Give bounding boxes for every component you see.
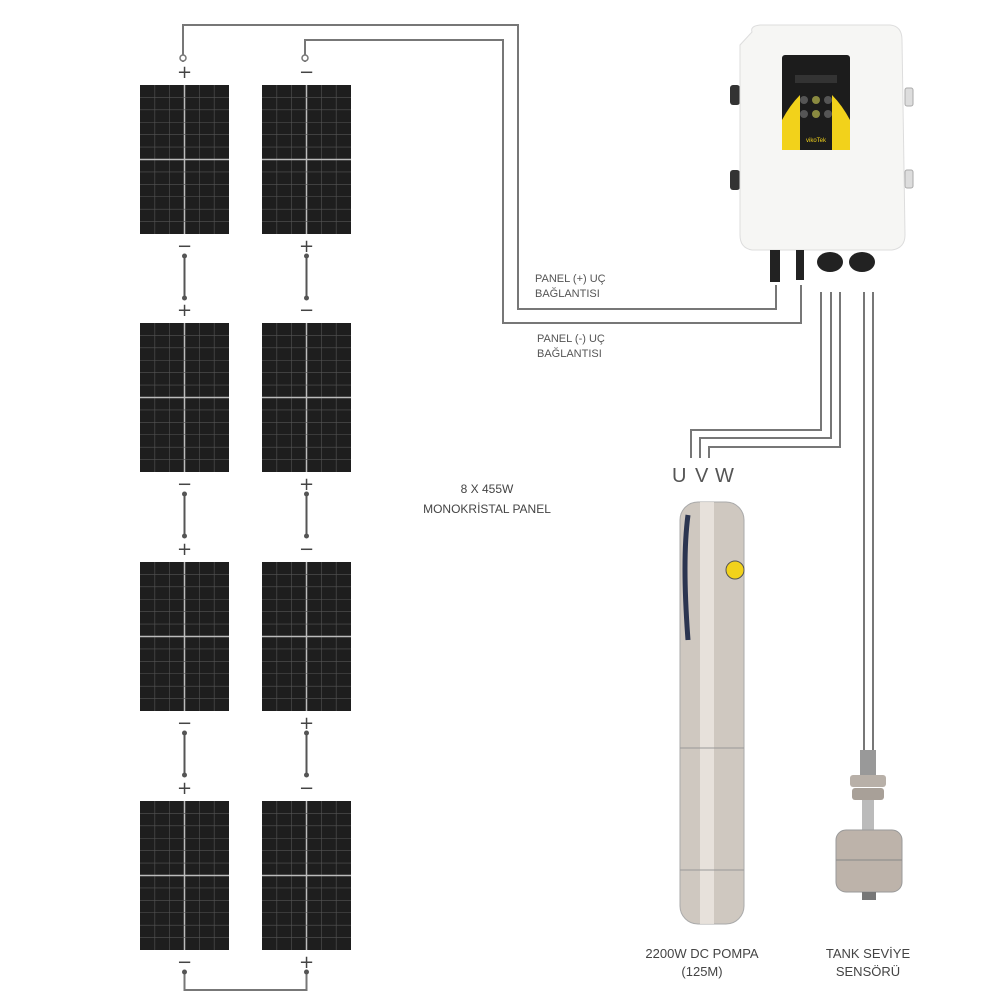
sensor-nut [852,788,884,800]
pump-label: 2200W DC POMPA [645,946,759,961]
button-icon [800,96,808,104]
solar-panel: +− [140,778,229,973]
link-terminal-icon [304,253,309,259]
polarity-bottom: − [177,474,192,495]
controller-brand-logo: vikoTek [806,138,827,144]
button-icon [824,110,832,118]
polarity-top: + [177,300,192,321]
plus-connection-label: PANEL (+) UÇ [535,273,606,285]
polarity-top: + [177,62,192,83]
lcd-screen [795,75,837,83]
pump-cable-gland [817,252,843,272]
sensor-bottom-nut [862,892,876,900]
polarity-top: + [177,539,192,560]
pump-label-sticker [725,560,745,580]
link-terminal-icon [304,295,309,301]
minus-connection-label: PANEL (-) UÇ [537,333,605,345]
minus-wire [304,39,802,324]
link-terminal-icon [304,772,309,778]
accent-stripe [832,95,850,150]
polarity-bottom: + [299,952,314,973]
link-terminal-icon [182,253,187,259]
minus-connection-label-2: BAĞLANTISI [537,347,602,360]
mc4-connector-plus [770,250,780,282]
link-terminal-icon [182,772,187,778]
link-terminal-icon [182,295,187,301]
pump-controller: vikoTek [730,24,914,282]
accent-stripe [782,95,800,150]
wire-v [699,292,832,458]
sensor-float [835,829,903,893]
polarity-bottom: + [299,236,314,257]
link-terminal-icon [304,969,309,975]
link-terminal-icon [304,730,309,736]
cable-gland-icon [730,85,740,105]
link-terminal-icon [182,491,187,497]
polarity-top: − [299,778,314,799]
panel-type-label: MONOKRİSTAL PANEL [423,502,551,516]
phase-label-v: V [695,465,709,487]
sensor-stem [862,800,874,830]
wire-u [690,292,822,458]
polarity-bottom: + [299,474,314,495]
solar-panel: −+ [262,300,351,495]
bottom-series-link [183,972,308,991]
mc4-connector-minus [796,250,804,280]
plus-terminal-icon [179,54,187,62]
button-icon [812,110,820,118]
solar-panel: +− [140,62,229,257]
sensor-label: TANK SEVİYE [826,946,911,961]
phase-label-u: U [672,465,686,487]
link-terminal-icon [304,491,309,497]
button-icon [824,96,832,104]
pump-highlight [700,502,714,924]
panel-count-label: 8 X 455W [461,482,514,496]
link-terminal-icon [182,730,187,736]
sensor-label-2: SENSÖRÜ [836,964,900,979]
polarity-top: − [299,62,314,83]
phase-label-w: W [715,465,734,487]
solar-panel: −+ [262,539,351,734]
polarity-bottom: − [177,236,192,257]
link-terminal-icon [182,533,187,539]
polarity-top: − [299,539,314,560]
link-terminal-icon [182,969,187,975]
polarity-bottom: + [299,713,314,734]
mount-bracket-icon [904,169,914,189]
solar-panel: +− [140,300,229,495]
solar-panel: −+ [262,778,351,973]
plus-connection-label-2: BAĞLANTISI [535,287,600,300]
plus-wire [182,24,777,310]
minus-terminal-icon [301,54,309,62]
sensor-nut [850,775,886,787]
pump-cable [682,514,691,641]
polarity-bottom: − [177,713,192,734]
polarity-top: − [299,300,314,321]
submersible-pump [679,501,745,925]
solar-panel: +− [140,539,229,734]
dc-wires [182,24,874,750]
mount-bracket-icon [904,87,914,107]
polarity-bottom: − [177,952,192,973]
float-level-sensor [835,750,903,900]
sensor-cable-gland [849,252,875,272]
sensor-thread [860,750,876,775]
link-terminal-icon [304,533,309,539]
solar-panel-array: +−+−+−+−−+−+−+−+ [140,62,351,991]
polarity-top: + [177,778,192,799]
button-icon [800,110,808,118]
button-icon [812,96,820,104]
wire-w [708,292,841,458]
cable-gland-icon [730,170,740,190]
solar-panel: −+ [262,62,351,257]
pump-depth-label: (125M) [681,964,722,979]
